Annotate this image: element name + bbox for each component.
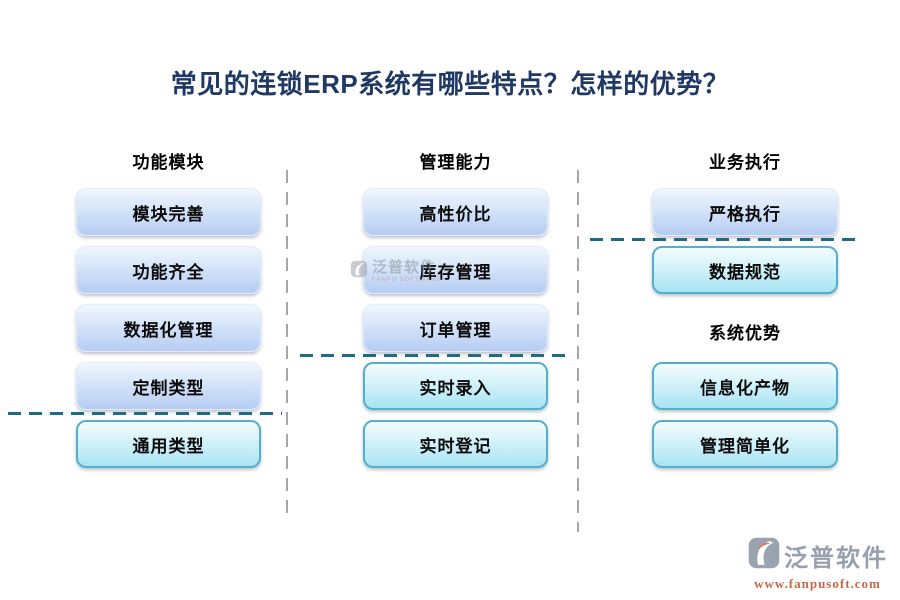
button-full-features: 功能齐全 [76,246,261,294]
button-order-management: 订单管理 [363,304,548,352]
button-realtime-registration: 实时登记 [363,420,548,468]
button-data-standard: 数据规范 [652,246,838,294]
button-data-based-management: 数据化管理 [76,304,261,352]
button-generic-type: 通用类型 [76,420,261,468]
button-inventory-management: 库存管理 [363,246,548,294]
button-simplified-management: 管理简单化 [652,420,838,468]
page-title: 常见的连锁ERP系统有哪些特点？怎样的优势？ [170,69,730,99]
column-header-function-modules: 功能模块 [132,153,205,172]
fanpu-logo-icon [747,536,781,575]
button-informatization-product: 信息化产物 [652,362,838,410]
column-header-business-execution: 业务执行 [709,153,781,172]
divider-dashed-teal-column2 [300,354,572,357]
button-custom-type: 定制类型 [76,362,261,410]
button-cost-effective: 高性价比 [363,188,548,236]
footer-brand-name: 泛普软件 [784,545,888,572]
divider-dashed-teal-column3 [590,238,858,241]
button-module-completeness: 模块完善 [76,188,261,236]
divider-dashed-gray-vertical-right [577,170,579,532]
column-header-management-capability: 管理能力 [419,153,492,172]
button-realtime-entry: 实时录入 [363,362,548,410]
button-strict-execution: 严格执行 [652,188,838,236]
footer-brand-url: www.fanpusoft.com [754,576,881,591]
footer-brand-logo: 泛普软件 www.fanpusoft.com [747,536,888,592]
divider-dashed-teal-column1 [8,412,282,415]
column-header-system-advantages: 系统优势 [709,324,781,343]
divider-dashed-gray-vertical-left [286,170,288,515]
